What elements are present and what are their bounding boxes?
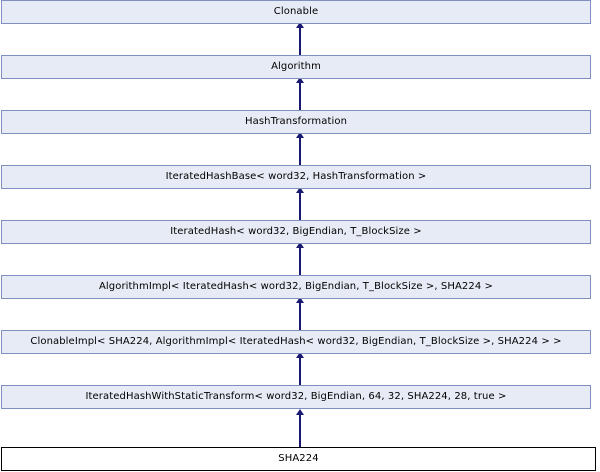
arrowhead-icon <box>296 132 304 138</box>
arrowhead-icon <box>296 77 304 83</box>
class-node-label: Algorithm <box>271 61 321 72</box>
inheritance-arrow-iteratedhashbase-to-hashtransformation <box>294 132 306 166</box>
class-node-clonable[interactable]: Clonable <box>1 0 591 24</box>
arrow-shaft <box>299 357 301 386</box>
inheritance-arrow-algorithmimpl-to-iteratedhash <box>294 242 306 276</box>
class-node-iteratedhashbase[interactable]: IteratedHashBase< word32, HashTransforma… <box>1 165 591 189</box>
class-node-label: ClonableImpl< SHA224, AlgorithmImpl< Ite… <box>30 336 562 347</box>
class-node-label: AlgorithmImpl< IteratedHash< word32, Big… <box>98 281 494 292</box>
arrow-shaft <box>299 302 301 331</box>
arrowhead-icon <box>296 187 304 193</box>
arrowhead-icon <box>296 352 304 358</box>
arrow-shaft <box>299 192 301 221</box>
arrowhead-icon <box>296 297 304 303</box>
arrowhead-icon <box>296 22 304 28</box>
inheritance-arrow-hashtransformation-to-algorithm <box>294 77 306 111</box>
arrow-shaft <box>299 82 301 111</box>
class-node-clonableimpl[interactable]: ClonableImpl< SHA224, AlgorithmImpl< Ite… <box>1 330 591 354</box>
class-node-label: IteratedHashWithStaticTransform< word32,… <box>85 391 507 402</box>
arrow-shaft <box>299 414 301 448</box>
arrow-shaft <box>299 247 301 276</box>
class-node-hashtransformation[interactable]: HashTransformation <box>1 110 591 134</box>
inheritance-arrow-iteratedhashwithstatictransform-to-clonableimpl <box>294 352 306 386</box>
class-node-label: IteratedHash< word32, BigEndian, T_Block… <box>170 226 422 237</box>
class-node-label: SHA224 <box>278 453 319 464</box>
class-node-label: IteratedHashBase< word32, HashTransforma… <box>165 171 427 182</box>
arrow-shaft <box>299 27 301 56</box>
class-node-iteratedhashwithstatictransform[interactable]: IteratedHashWithStaticTransform< word32,… <box>1 385 591 409</box>
inheritance-arrow-algorithm-to-clonable <box>294 22 306 56</box>
class-node-label: Clonable <box>273 6 319 17</box>
inheritance-arrow-iteratedhash-to-iteratedhashbase <box>294 187 306 221</box>
arrowhead-icon <box>296 409 304 415</box>
class-node-sha224[interactable]: SHA224 <box>1 447 596 471</box>
class-node-label: HashTransformation <box>244 116 348 127</box>
class-node-algorithm[interactable]: Algorithm <box>1 55 591 79</box>
class-node-algorithmimpl[interactable]: AlgorithmImpl< IteratedHash< word32, Big… <box>1 275 591 299</box>
inheritance-arrow-sha224-to-iteratedhashwithstatictransform <box>294 409 306 448</box>
class-node-iteratedhash[interactable]: IteratedHash< word32, BigEndian, T_Block… <box>1 220 591 244</box>
arrowhead-icon <box>296 242 304 248</box>
arrow-shaft <box>299 137 301 166</box>
inheritance-arrow-clonableimpl-to-algorithmimpl <box>294 297 306 331</box>
